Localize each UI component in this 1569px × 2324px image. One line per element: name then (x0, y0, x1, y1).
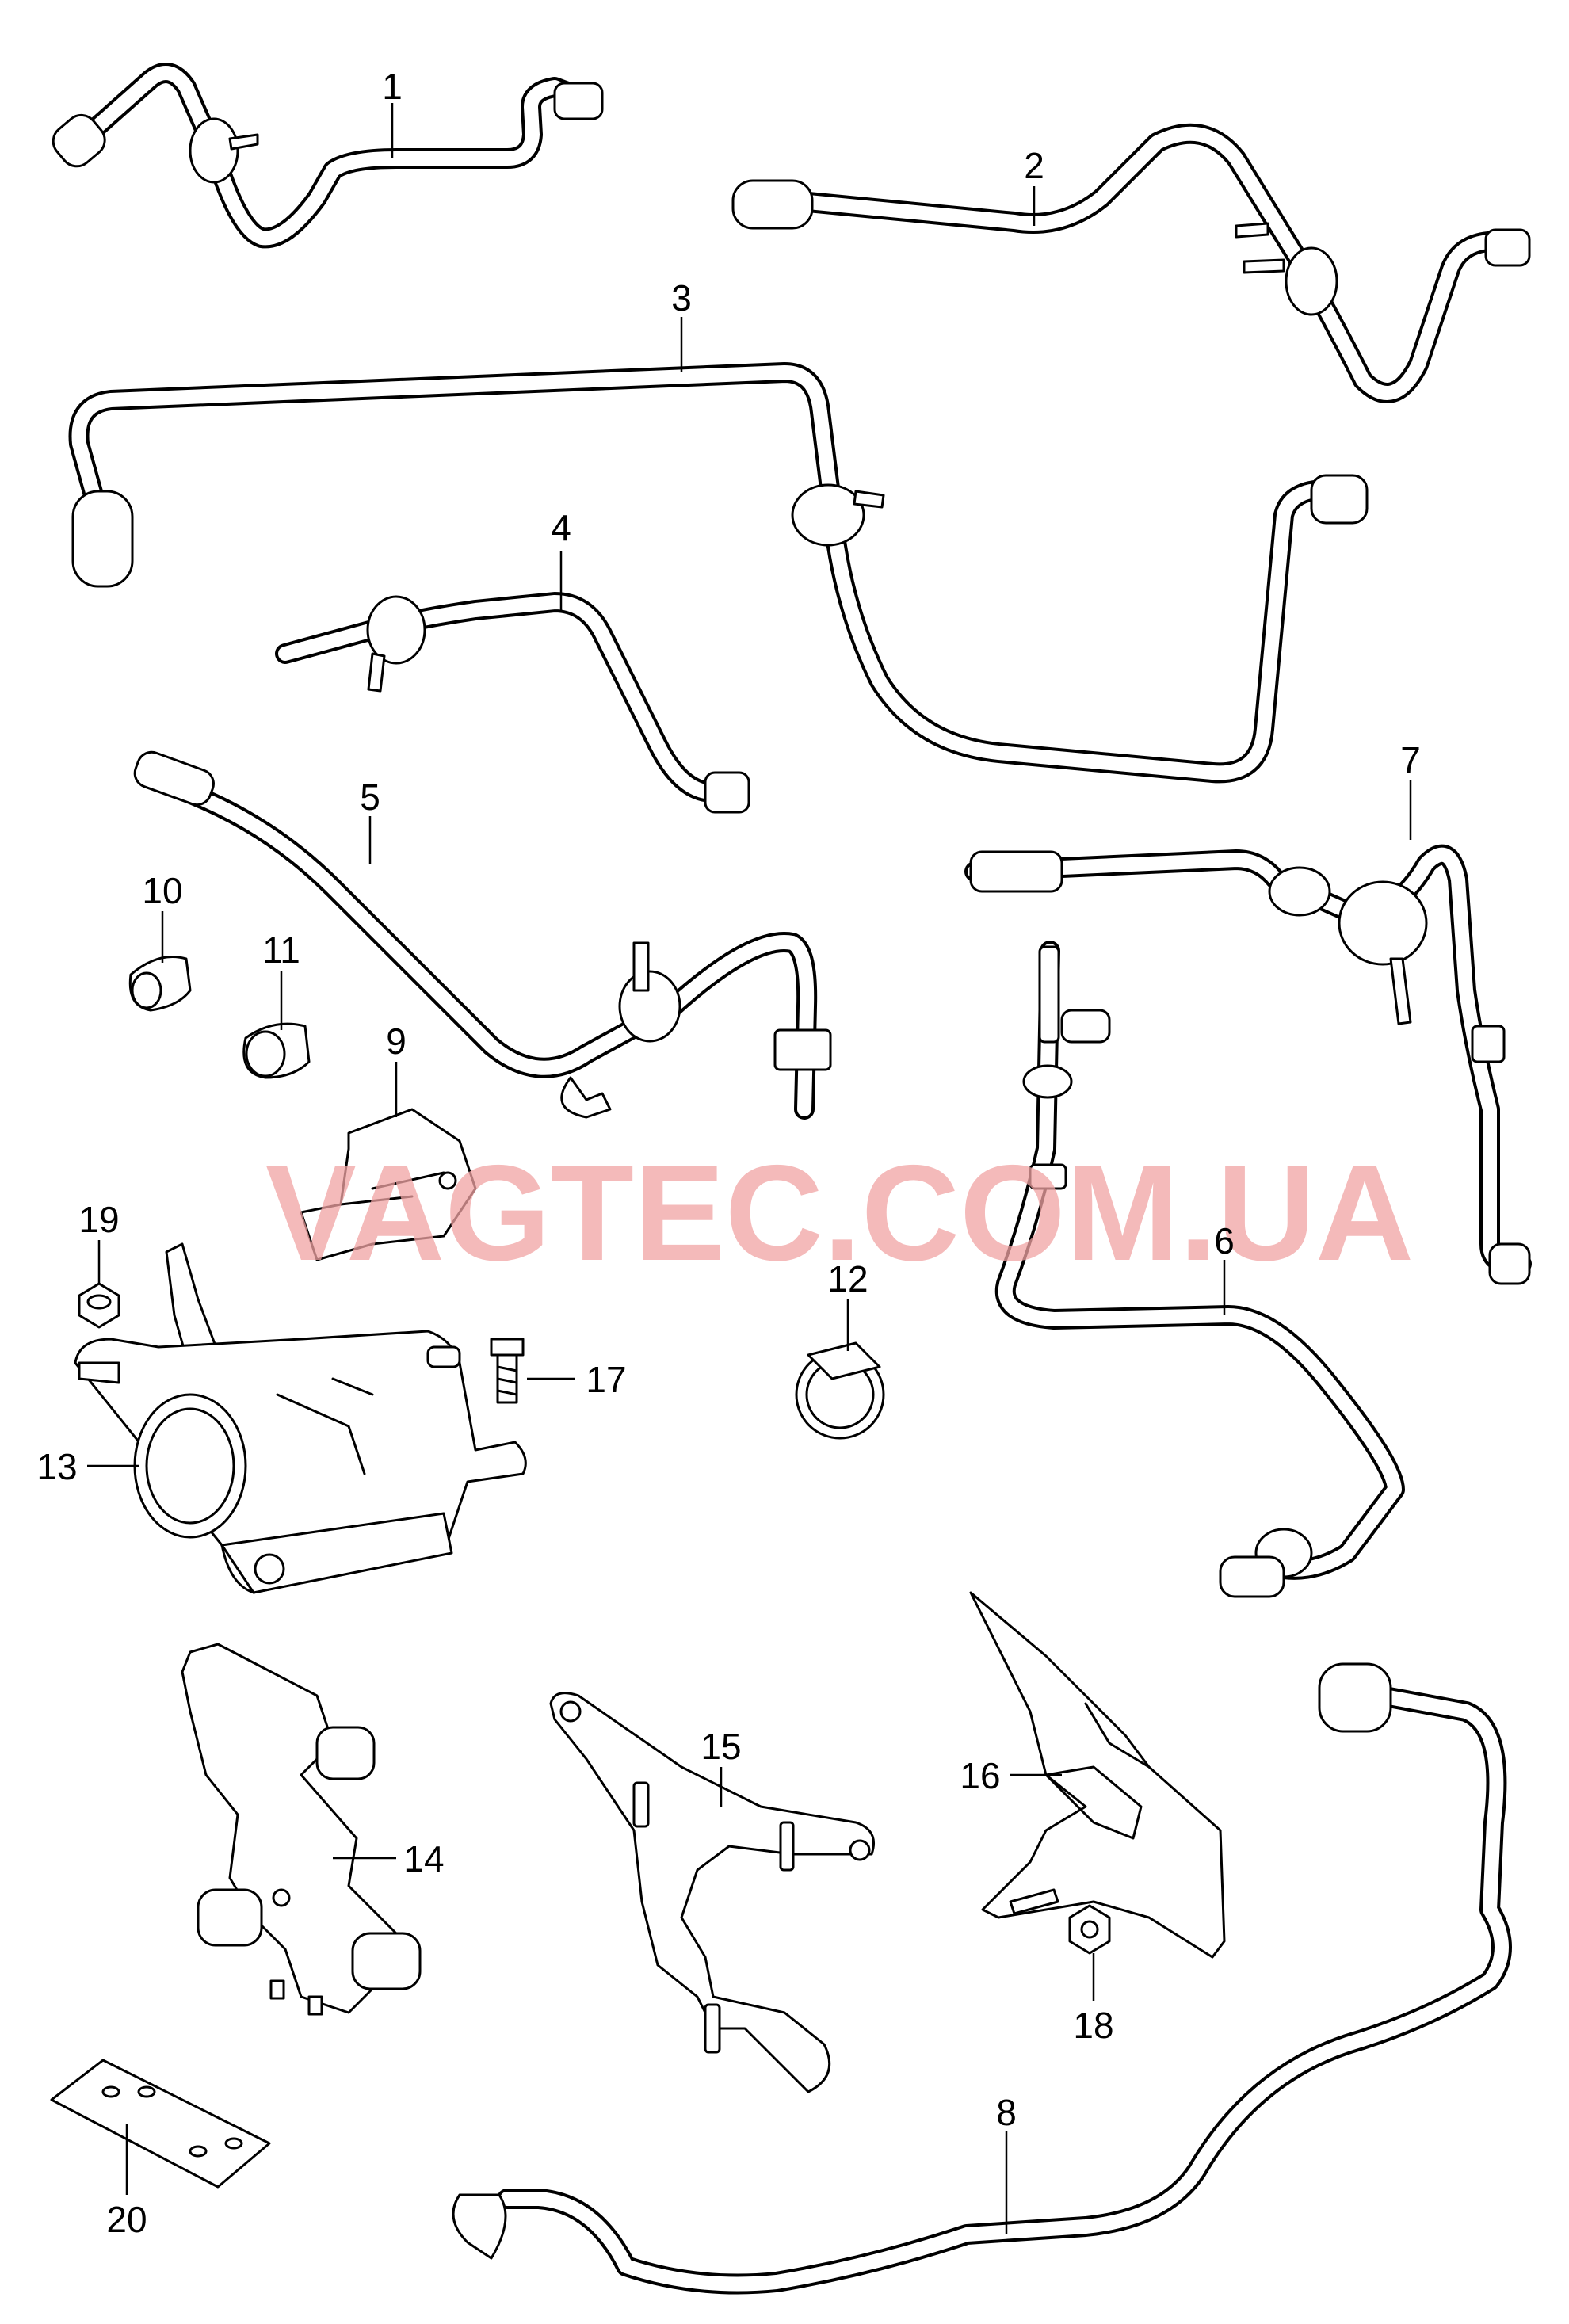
callout-19: 19 (78, 1199, 119, 1240)
callout-18: 18 (1073, 2005, 1113, 2046)
nut-part-18 (1068, 1904, 1111, 1955)
heat-shield-part-16 (969, 1591, 1226, 1959)
callout-5: 5 (360, 777, 380, 818)
hose-clamp-part-12 (795, 1341, 885, 1440)
mount-bracket-part-14 (181, 1643, 422, 2016)
hose-part-7 (964, 844, 1532, 1285)
callout-8: 8 (996, 2092, 1017, 2133)
callout-11: 11 (262, 929, 300, 971)
callout-4: 4 (551, 507, 571, 548)
callout-15: 15 (701, 1726, 741, 1767)
grommet-part-10 (128, 956, 192, 1012)
callout-10: 10 (142, 870, 182, 911)
callout-13: 13 (36, 1446, 77, 1487)
callout-9: 9 (386, 1021, 407, 1062)
callout-numbers: 1 2 3 4 5 6 7 8 9 10 11 12 13 14 15 16 1… (36, 66, 1420, 2240)
bracket-part-15 (549, 1692, 875, 2093)
callout-1: 1 (382, 66, 403, 107)
callout-16: 16 (960, 1755, 1000, 1796)
hose-part-8 (452, 1662, 1512, 2295)
callout-2: 2 (1024, 145, 1044, 186)
bracket-clip-part-9 (300, 1108, 477, 1261)
callout-6: 6 (1214, 1220, 1235, 1261)
callout-12: 12 (827, 1258, 868, 1299)
leader-lines (87, 103, 1412, 2234)
hose-part-4 (275, 592, 750, 814)
vacuum-pump-part-13 (74, 1242, 527, 1594)
hose-part-5 (133, 750, 832, 1120)
gasket-plate-part-20 (50, 2059, 271, 2189)
hose-part-3 (68, 362, 1369, 784)
grommet-part-11 (242, 1022, 311, 1079)
watermark-text: VAGTEC.COM.UA (265, 1137, 1414, 1289)
callout-3: 3 (671, 277, 692, 319)
hose-part-2 (731, 123, 1531, 403)
callout-7: 7 (1400, 739, 1421, 780)
callout-17: 17 (586, 1359, 626, 1400)
nut-part-19 (78, 1282, 120, 1329)
bolt-part-17 (490, 1338, 525, 1404)
callout-20: 20 (106, 2199, 147, 2240)
hose-part-1 (52, 63, 604, 249)
callout-14: 14 (403, 1838, 444, 1879)
hose-part-6 (994, 941, 1405, 1598)
